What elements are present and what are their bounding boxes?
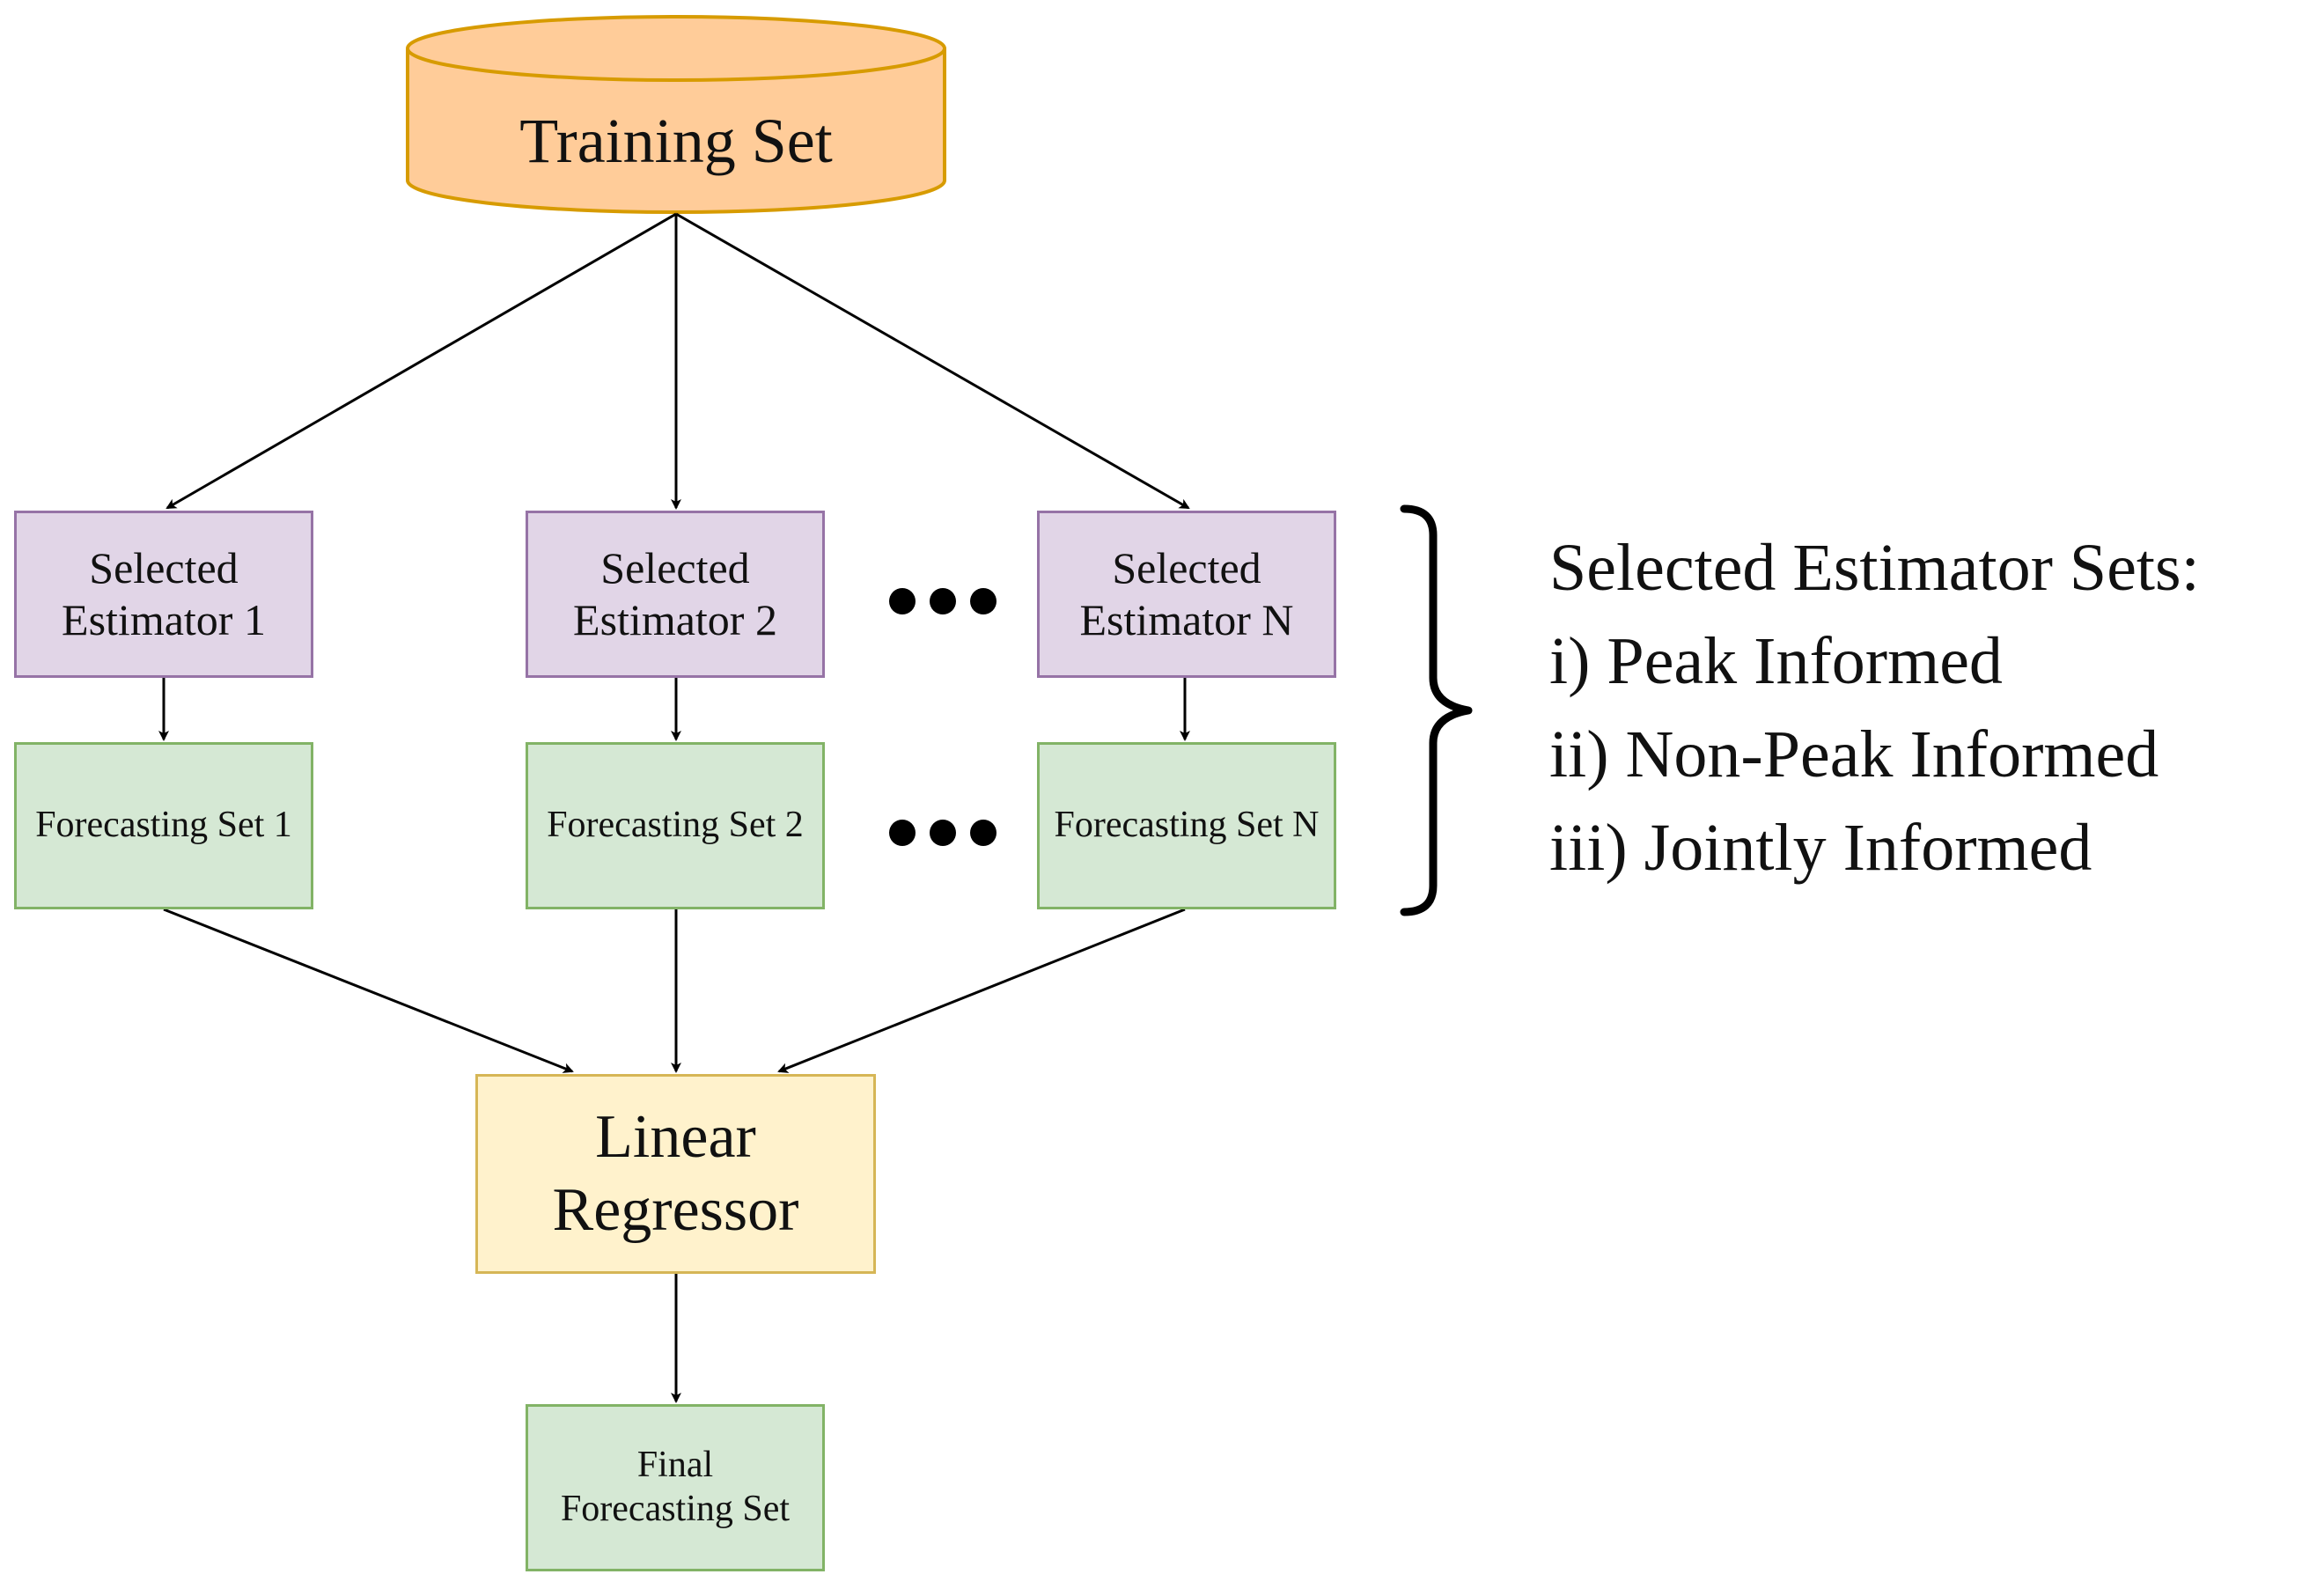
estimator-2-line2: Estimator 2 — [573, 595, 777, 644]
ellipsis-forecasts — [889, 820, 997, 846]
annotation-item-3: iii) Jointly Informed — [1549, 811, 2092, 885]
forecast-set-1-box: Forecasting Set 1 — [14, 742, 313, 909]
forecast-set-2-label: Forecasting Set 2 — [547, 805, 804, 846]
estimator-1-line2: Estimator 1 — [62, 595, 266, 644]
estimator-n-line2: Estimator N — [1079, 595, 1294, 644]
ellipsis-dot — [970, 588, 997, 614]
arrow-to-estimator-n — [675, 212, 1190, 510]
ellipsis-dot — [930, 820, 956, 846]
ellipsis-dot — [889, 820, 916, 846]
training-set-label: Training Set — [519, 105, 833, 176]
regressor-line1: Linear — [595, 1102, 756, 1171]
forecast-set-1-label: Forecasting Set 1 — [35, 805, 292, 846]
estimator-1-line1: Selected — [89, 543, 239, 592]
estimator-sets-annotation: Selected Estimator Sets: i) Peak Informe… — [1549, 521, 2200, 894]
arrow-forecast-n-to-regressor — [777, 908, 1186, 1073]
final-line1: Final — [636, 1445, 714, 1486]
regressor-line2: Regressor — [552, 1175, 799, 1244]
forecast-set-n-box: Forecasting Set N — [1037, 742, 1336, 909]
forecast-set-n-label: Forecasting Set N — [1054, 805, 1320, 846]
ellipsis-dot — [970, 820, 997, 846]
arrow-to-estimator-1 — [165, 212, 677, 510]
forecast-set-2-box: Forecasting Set 2 — [526, 742, 825, 909]
ellipsis-dot — [889, 588, 916, 614]
annotation-title: Selected Estimator Sets: — [1549, 531, 2200, 605]
annotation-item-2: ii) Non-Peak Informed — [1549, 717, 2159, 791]
final-line2: Forecasting Set — [560, 1489, 791, 1529]
estimator-n-line1: Selected — [1112, 543, 1261, 592]
arrow-forecast-1-to-regressor — [163, 908, 574, 1073]
training-set-cylinder — [406, 15, 946, 214]
annotation-item-1: i) Peak Informed — [1549, 624, 2003, 698]
ellipsis-dot — [930, 588, 956, 614]
estimator-2-line1: Selected — [600, 543, 750, 592]
ellipsis-estimators — [889, 588, 997, 614]
curly-brace — [1400, 504, 1473, 916]
